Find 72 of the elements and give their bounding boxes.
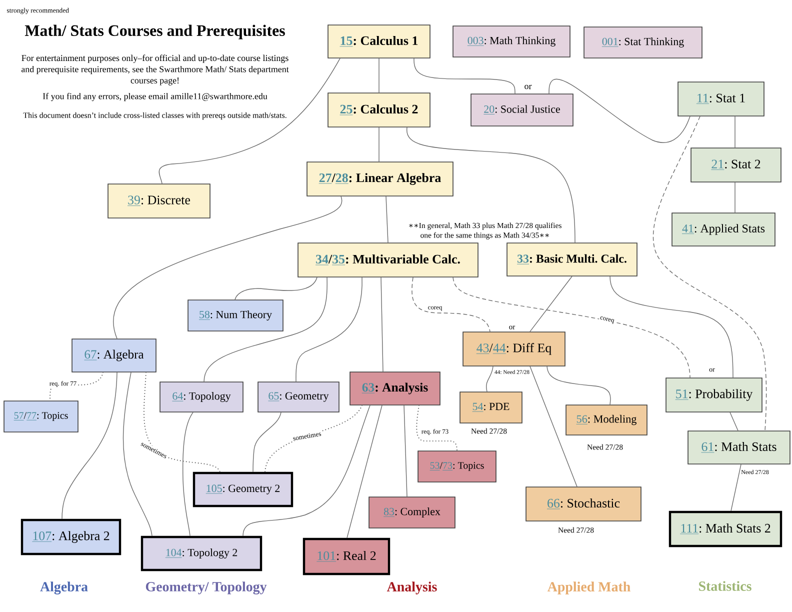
dashed-line — [452, 277, 690, 378]
connector-line — [62, 372, 118, 520]
course-box: 21: Stat 2 — [690, 148, 782, 182]
category-heading: Geometry/ Topology — [146, 582, 267, 594]
course-box: 25: Calculus 2 — [328, 92, 430, 128]
connector-line — [122, 372, 152, 536]
course-box: 41: Applied Stats — [672, 212, 776, 246]
course-box: 33: Basic Multi. Calc. — [506, 242, 638, 276]
connector-line — [530, 366, 578, 487]
connector-line — [548, 78, 690, 143]
course-box: 107: Algebra 2 — [20, 518, 122, 556]
connector-line — [734, 182, 736, 213]
course-box: 57/77: Topics — [4, 400, 78, 432]
connector-line — [386, 196, 388, 243]
title: Math/ Stats Courses and Prerequisites — [24, 24, 285, 40]
connector-line — [346, 405, 382, 538]
contact-note: If you find any errors, please email amille11@swarthmore.edu — [42, 92, 268, 102]
or-label: or — [524, 84, 532, 90]
connector-line — [730, 412, 738, 431]
intro-paragraph: For entertainment purposes only–for official and up-to-date course listings and prerequisite requirements, see the Swarthmore Math/ Stats department courses page! — [21, 54, 289, 86]
connector-line — [486, 366, 494, 392]
connector-line — [296, 277, 362, 382]
connector-line — [182, 412, 194, 536]
connector-line — [406, 127, 576, 243]
course-box: 63: Analysis — [350, 372, 440, 406]
connector-line — [378, 58, 380, 93]
connector-line — [113, 196, 342, 339]
course-box: 39: Discrete — [108, 184, 210, 218]
category-heading: Statistics — [699, 581, 752, 591]
connector-line — [734, 116, 736, 148]
connector-line — [610, 276, 734, 378]
course-box: 66: Stochastic — [526, 486, 642, 522]
course-box: 54: PDE — [460, 392, 522, 424]
course-box: 111: Math Stats 2 — [668, 510, 782, 548]
dashed-line — [412, 277, 490, 332]
course-box: 20: Social Justice — [470, 94, 574, 126]
connector-line — [252, 412, 282, 472]
course-box: 61: Math Stats — [688, 430, 790, 464]
connector-line — [234, 277, 318, 300]
connector-line — [414, 58, 516, 94]
course-box: 53/73: Topics — [418, 450, 496, 482]
category-heading: Algebra — [40, 582, 88, 594]
course-box: 56: Modeling — [566, 404, 648, 436]
connector-line — [530, 276, 572, 332]
dashed-line — [653, 116, 767, 431]
connector-line — [158, 58, 340, 184]
connector-line — [242, 405, 370, 536]
dotted-line — [143, 372, 221, 472]
course-box: 67: Algebra — [72, 338, 156, 372]
course-box: 105: Geometry 2 — [192, 472, 294, 508]
course-box: 43/44: Diff Eq — [462, 332, 566, 366]
course-box: 65: Geometry — [258, 382, 340, 412]
course-box: 003: Math Thinking — [452, 26, 570, 58]
course-box: 11: Stat 1 — [678, 82, 764, 116]
category-heading: Applied Math — [548, 582, 630, 594]
connector-line — [380, 277, 384, 372]
course-box: 58: Num Theory — [188, 300, 284, 332]
connector-line — [404, 405, 408, 497]
course-box: 15: Calculus 1 — [328, 24, 430, 58]
course-box: 001: Stat Thinking — [584, 26, 702, 58]
course-box: 83: Complex — [368, 496, 456, 528]
course-box: 104: Topology 2 — [140, 536, 262, 572]
category-heading: Analysis — [386, 582, 437, 594]
connector-line — [546, 366, 611, 405]
course-box: 51: Probability — [666, 378, 762, 412]
connector-line — [204, 277, 328, 382]
course-box: 34/35: Multivariable Calc. — [298, 242, 478, 278]
connector-line — [730, 464, 742, 512]
connector-line — [378, 127, 380, 162]
course-box: 64: Topology — [160, 382, 244, 412]
course-box: 27/28: Linear Algebra — [306, 162, 454, 196]
course-box: 101: Real 2 — [302, 538, 390, 576]
